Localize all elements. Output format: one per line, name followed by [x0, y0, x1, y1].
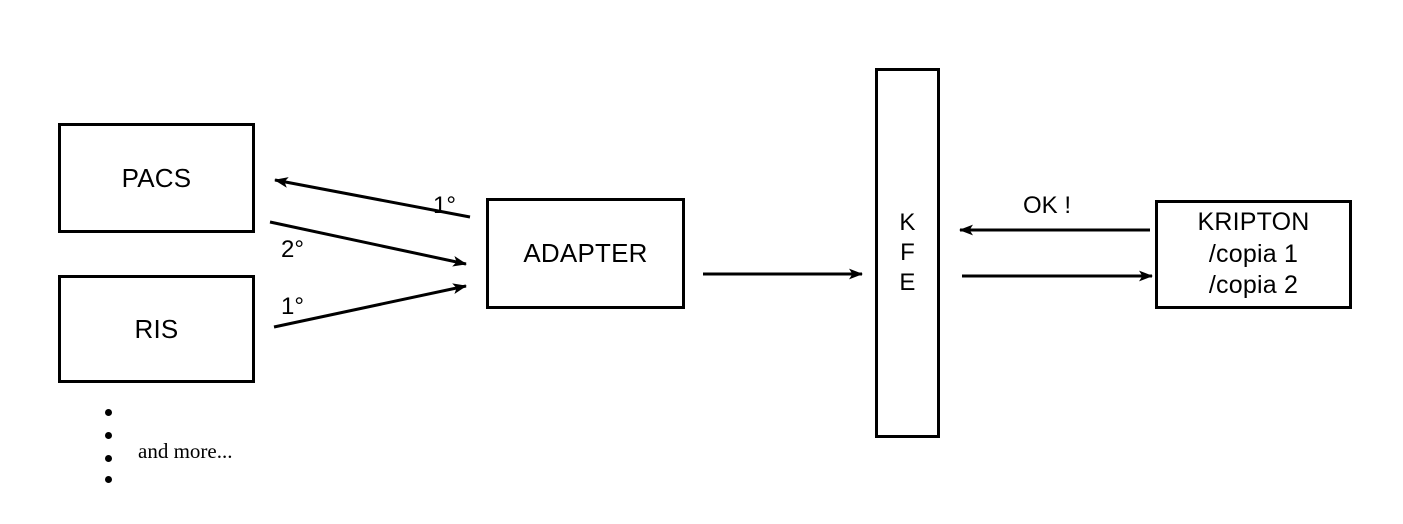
node-kfe[interactable]: K F E	[875, 68, 940, 438]
node-adapter[interactable]: ADAPTER	[486, 198, 685, 309]
edge-label-ris-to-adapter: 1°	[281, 293, 304, 320]
ellipsis-dot	[105, 455, 112, 462]
node-pacs[interactable]: PACS	[58, 123, 255, 233]
ellipsis-dot	[105, 432, 112, 439]
node-kripton-label: KRIPTON /copia 1 /copia 2	[1197, 208, 1310, 300]
node-adapter-label: ADAPTER	[523, 238, 648, 269]
node-kripton[interactable]: KRIPTON /copia 1 /copia 2	[1155, 200, 1352, 309]
ellipsis-dot	[105, 476, 112, 483]
node-ris[interactable]: RIS	[58, 275, 255, 383]
and-more-label: and more...	[138, 439, 233, 463]
node-pacs-label: PACS	[121, 162, 192, 193]
ellipsis-dot	[105, 409, 112, 416]
edge-label-pacs-to-adapter: 2°	[281, 236, 304, 263]
edge-label-adapter-to-pacs: 1°	[433, 192, 456, 219]
edge-label-kripton-to-kfe: OK !	[1023, 192, 1072, 219]
node-ris-label: RIS	[134, 313, 179, 344]
node-kfe-label: K F E	[899, 209, 916, 296]
